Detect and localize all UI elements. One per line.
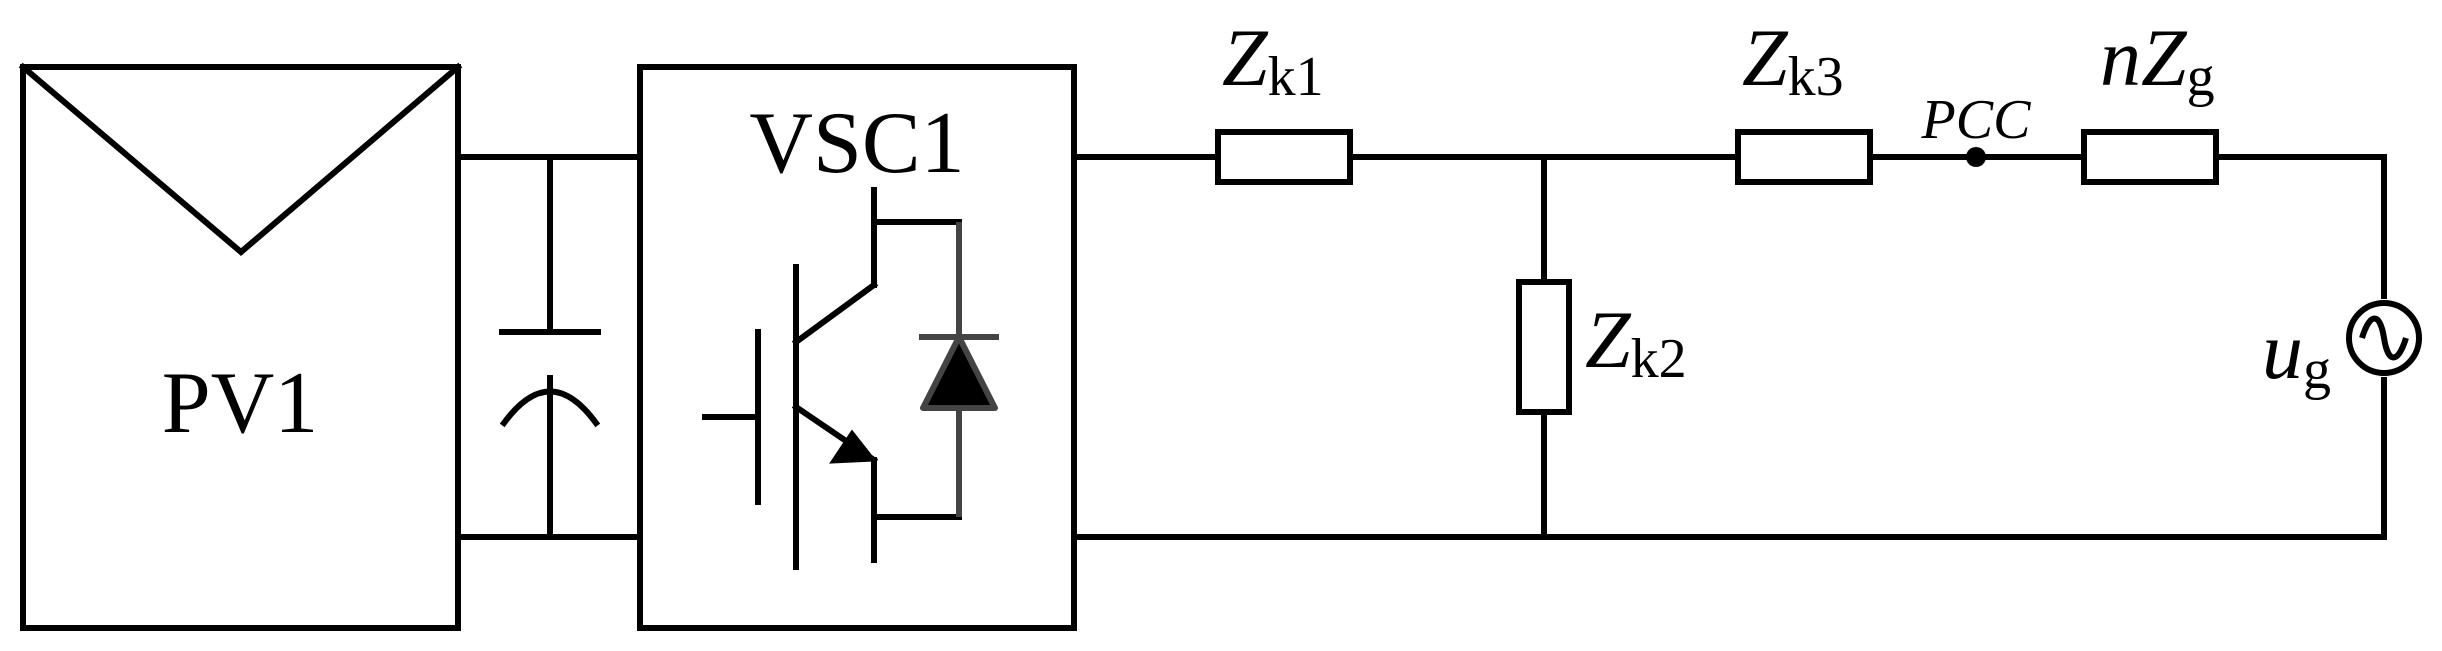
vsc-converter-box [637,64,1077,631]
pcc-node-icon [1966,147,1986,167]
freewheel-diode-icon [919,222,999,517]
pv-module-symbol-icon [18,62,463,256]
igbt-icon [702,187,962,570]
pv-module-box [20,64,461,631]
zk1-resistor [1215,129,1353,185]
zk2-resistor [1516,279,1572,415]
nzg-resistor [2081,129,2219,185]
ac-source-icon [2346,300,2422,376]
ac-network: Zk1 Zk2 Zk3 PCC nZg ug [1071,12,2422,540]
ac-right-wire [2213,154,2387,299]
dc-link [455,154,643,540]
dc-capacitor-icon [499,154,601,540]
source-label: ug [2262,305,2331,401]
nzg-label: nZg [2100,12,2215,108]
vsc-converter: VSC1 [637,64,1077,631]
zk2-label: Zk2 [1585,294,1687,390]
emitter-arrow-icon [829,429,877,464]
vsc-converter-label: VSC1 [749,95,964,192]
pcc-label: PCC [1921,89,2032,151]
zk3-label: Zk3 [1742,12,1844,108]
pv-module-label: PV1 [162,355,319,452]
zk3-resistor [1735,129,1873,185]
pv-module: PV1 [18,62,463,631]
zk1-label: Zk1 [1222,12,1324,108]
